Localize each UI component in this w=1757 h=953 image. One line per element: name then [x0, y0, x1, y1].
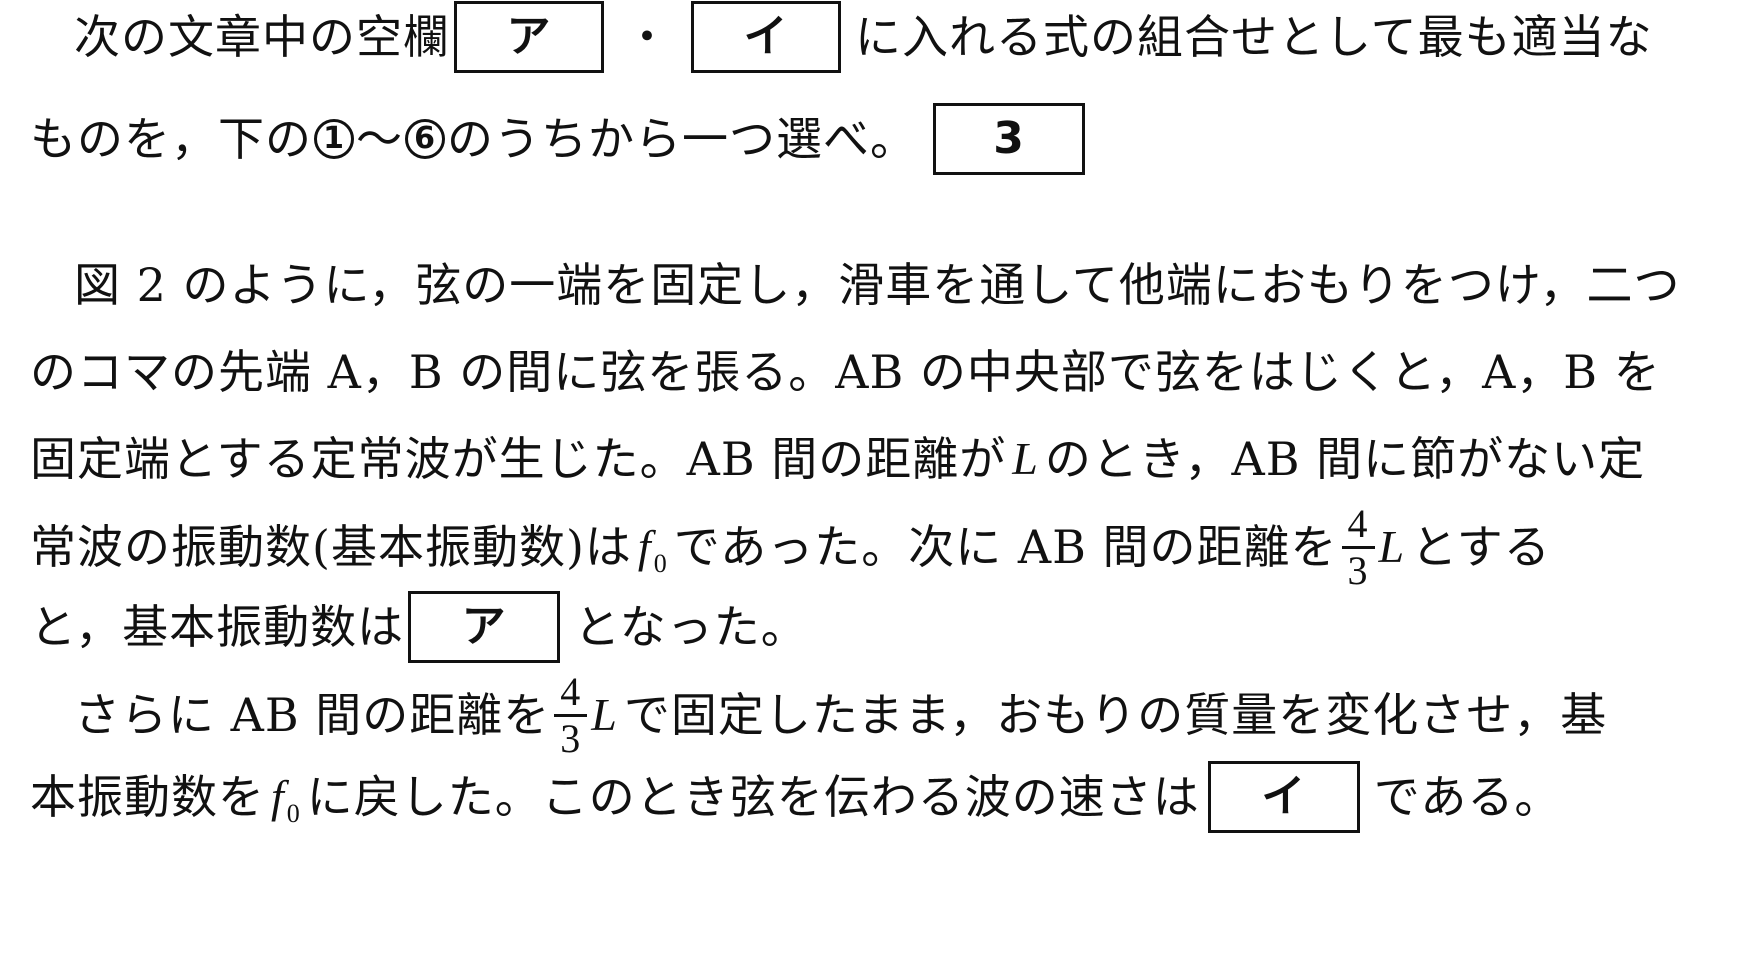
passage-text: と，基本振動数は [30, 600, 405, 654]
frequency-subscript: 0 [286, 799, 301, 828]
answer-number-box: 3 [933, 103, 1085, 175]
fraction-numerator: 4 [1347, 500, 1369, 546]
passage-line-5: と，基本振動数は ア となった。 [30, 591, 808, 663]
fraction-bar [554, 713, 588, 717]
choice-6-circle: 6 [405, 119, 445, 159]
passage-text: である。 [1373, 770, 1562, 824]
length-variable-l: L [591, 689, 618, 740]
fraction-denominator: 3 [560, 715, 582, 761]
passage-text: 固定端とする定常波が生じた。AB 間の距離が [30, 432, 1007, 486]
passage-text: 図 2 のように，弦の一端を固定し，滑車を通して他端におもりをつけ，二つ [74, 258, 1681, 312]
blank-i-box: イ [1207, 761, 1360, 833]
passage-line-7: 本振動数を f0 に戻した。このとき弦を伝わる波の速さは イ である。 [30, 761, 1562, 833]
passage-line-6: さらに AB 間の距離を 4 3 L で固定したまま，おもりの質量を変化させ，基 [74, 671, 1608, 758]
fraction-four-thirds: 4 3 [1341, 500, 1375, 593]
length-variable-l: L [1012, 433, 1039, 484]
frequency-subscript: 0 [653, 549, 668, 578]
choice-1-circle: 1 [314, 119, 354, 159]
passage-text: とする [1411, 520, 1551, 574]
separator-dot: ・ [624, 10, 671, 64]
length-variable-l: L [1378, 521, 1406, 572]
passage-text: であった。次に AB 間の距離を [673, 520, 1338, 574]
frequency-f0: f0 [271, 771, 301, 828]
question-text: のうちから一つ選べ。 [447, 112, 917, 166]
frequency-f0: f0 [637, 521, 668, 578]
fraction-four-thirds: 4 3 [554, 668, 588, 761]
question-text: 次の文章中の空欄 [74, 10, 450, 64]
question-line-1: 次の文章中の空欄 ア ・ イ に入れる式の組合せとして最も適当な [74, 1, 1653, 73]
question-line-2: ものを，下の 1 〜 6 のうちから一つ選べ。 3 [30, 103, 1085, 175]
passage-line-4: 常波の振動数(基本振動数)は f0 であった。次に AB 間の距離を 4 3 L… [30, 503, 1551, 590]
question-text: ものを，下の [30, 112, 312, 166]
passage-line-3: 固定端とする定常波が生じた。AB 間の距離が L のとき，AB 間に節がない定 [30, 424, 1645, 494]
passage-text: となった。 [574, 600, 808, 654]
blank-i-box: イ [691, 1, 841, 73]
fraction-bar [1341, 545, 1375, 549]
passage-text: に戻した。このとき弦を伝わる波の速さは [306, 770, 1200, 824]
passage-text: 常波の振動数(基本振動数)は [30, 520, 632, 574]
blank-a-box: ア [408, 591, 561, 663]
range-tilde: 〜 [356, 112, 403, 166]
question-text: に入れる式の組合せとして最も適当な [855, 10, 1653, 64]
passage-line-2: のコマの先端 A，B の間に弦を張る。AB の中央部で弦をはじくと，A，B を [30, 337, 1661, 407]
fraction-denominator: 3 [1347, 547, 1369, 593]
passage-text: のとき，AB 間に節がない定 [1044, 432, 1646, 486]
passage-text: で固定したまま，おもりの質量を変化させ，基 [623, 688, 1608, 742]
passage-text: のコマの先端 A，B の間に弦を張る。AB の中央部で弦をはじくと，A，B を [30, 345, 1661, 399]
passage-line-1: 図 2 のように，弦の一端を固定し，滑車を通して他端におもりをつけ，二つ [74, 250, 1681, 320]
fraction-numerator: 4 [560, 668, 582, 714]
passage-text: 本振動数を [30, 770, 265, 824]
passage-text: さらに AB 間の距離を [74, 688, 551, 742]
blank-a-box: ア [454, 1, 604, 73]
